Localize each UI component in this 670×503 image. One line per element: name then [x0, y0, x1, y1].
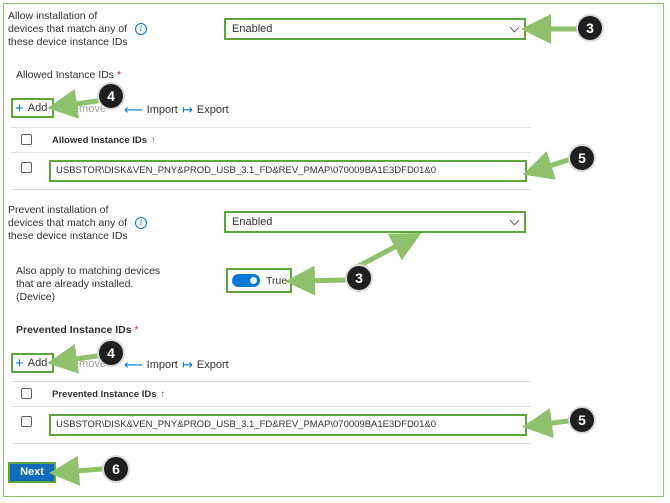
plus-icon: +: [15, 354, 24, 372]
prevented-instance-id-input[interactable]: USBSTOR\DISK&VEN_PNY&PROD_USB_3.1_FD&REV…: [49, 414, 527, 436]
prevent-installation-dropdown[interactable]: Enabled: [224, 211, 526, 233]
divider: [11, 381, 531, 382]
prevented-column-header[interactable]: Prevented Instance IDs↑: [52, 389, 166, 400]
allowed-instance-id-input[interactable]: USBSTOR\DISK&VEN_PNY&PROD_USB_3.1_FD&REV…: [49, 160, 527, 182]
export-button[interactable]: ↦ Export: [182, 357, 229, 372]
import-icon: ⟵: [124, 357, 143, 372]
chevron-down-icon: [509, 215, 520, 226]
callout-badge: 5: [570, 408, 594, 432]
callout-badge: 3: [347, 266, 371, 290]
dropdown-value: Enabled: [232, 216, 273, 228]
import-icon: ⟵: [124, 102, 143, 117]
row-checkbox[interactable]: [21, 416, 32, 427]
divider: [11, 152, 531, 153]
info-icon[interactable]: i: [135, 23, 147, 35]
toggle-switch[interactable]: [232, 274, 260, 287]
next-button[interactable]: Next: [8, 462, 56, 483]
export-icon: ↦: [182, 102, 193, 117]
remove-button[interactable]: Remove: [65, 358, 106, 370]
divider: [11, 443, 531, 444]
callout-badge: 4: [99, 84, 123, 108]
callout-badge: 5: [570, 146, 594, 170]
allow-installation-label: Allow installation of devices that match…: [8, 10, 128, 48]
allowed-column-header[interactable]: Allowed Instance IDs↑: [52, 135, 156, 146]
select-all-checkbox[interactable]: [21, 134, 32, 145]
divider: [11, 406, 531, 407]
callout-badge: 3: [578, 16, 602, 40]
import-button[interactable]: ⟵ Import: [124, 102, 178, 117]
divider: [11, 127, 531, 128]
row-checkbox[interactable]: [21, 162, 32, 173]
import-button[interactable]: ⟵ Import: [124, 357, 178, 372]
export-icon: ↦: [182, 357, 193, 372]
select-all-checkbox[interactable]: [21, 388, 32, 399]
info-icon[interactable]: i: [135, 217, 147, 229]
allow-installation-dropdown[interactable]: Enabled: [224, 18, 526, 40]
also-apply-toggle[interactable]: True: [226, 268, 292, 293]
chevron-down-icon: [509, 22, 520, 33]
sort-arrow-icon: ↑: [151, 135, 156, 146]
prevented-instance-ids-label: Prevented Instance IDs *: [16, 324, 139, 336]
export-button[interactable]: ↦ Export: [182, 102, 229, 117]
dropdown-value: Enabled: [232, 23, 273, 35]
plus-icon: +: [15, 99, 24, 117]
callout-badge: 6: [104, 457, 128, 481]
prevent-installation-label: Prevent installation of devices that mat…: [8, 204, 128, 242]
allowed-instance-ids-label: Allowed Instance IDs *: [16, 69, 122, 81]
also-apply-label: Also apply to matching devices that are …: [16, 265, 161, 303]
callout-badge: 4: [99, 341, 123, 365]
divider: [11, 189, 531, 190]
sort-arrow-icon: ↑: [160, 389, 166, 400]
add-button[interactable]: + Add: [11, 98, 54, 118]
add-button[interactable]: + Add: [11, 353, 54, 373]
remove-button[interactable]: Remove: [65, 103, 106, 115]
